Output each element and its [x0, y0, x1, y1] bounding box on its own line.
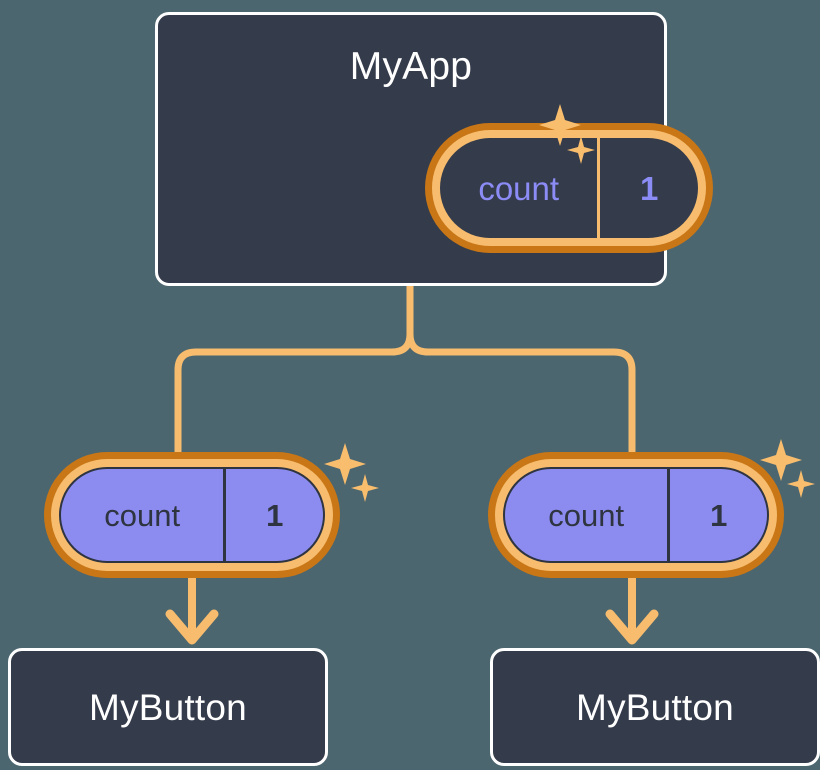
state-pill-body: count 1 [59, 467, 325, 563]
component-card-mybutton-left[interactable]: MyButton [8, 648, 328, 766]
component-card-label: MyButton [576, 686, 734, 728]
state-pill-left[interactable]: count 1 [44, 452, 340, 578]
connector-root-to-right [406, 282, 636, 456]
component-card-mybutton-right[interactable]: MyButton [490, 648, 820, 766]
component-card-myapp[interactable]: MyApp count 1 [155, 12, 713, 286]
sparkle-small-icon [787, 470, 815, 498]
state-pill-value: 1 [640, 169, 659, 207]
state-pill-inner-ring: count 1 [51, 459, 333, 571]
state-pill-value: 1 [266, 497, 284, 533]
state-pill-body: count 1 [440, 138, 698, 238]
state-pill-key: count [440, 138, 601, 238]
arrow-down-icon-left [165, 578, 219, 645]
state-pill-value: 1 [710, 497, 728, 533]
state-pill-key: count [505, 469, 671, 561]
state-pill-key: count [61, 469, 227, 561]
state-pill-body: count 1 [503, 467, 769, 563]
arrow-down-icon-right [605, 578, 659, 645]
page-title: MyApp [349, 45, 473, 88]
state-pill-right[interactable]: count 1 [488, 452, 784, 578]
state-pill-inner-ring: count 1 [432, 130, 706, 246]
sparkle-icon [324, 443, 366, 485]
sparkle-small-icon [351, 474, 379, 502]
state-pill-myapp[interactable]: count 1 [425, 123, 713, 253]
component-card-label: MyButton [89, 686, 247, 728]
state-pill-inner-ring: count 1 [495, 459, 777, 571]
connector-root-to-left [174, 282, 414, 456]
